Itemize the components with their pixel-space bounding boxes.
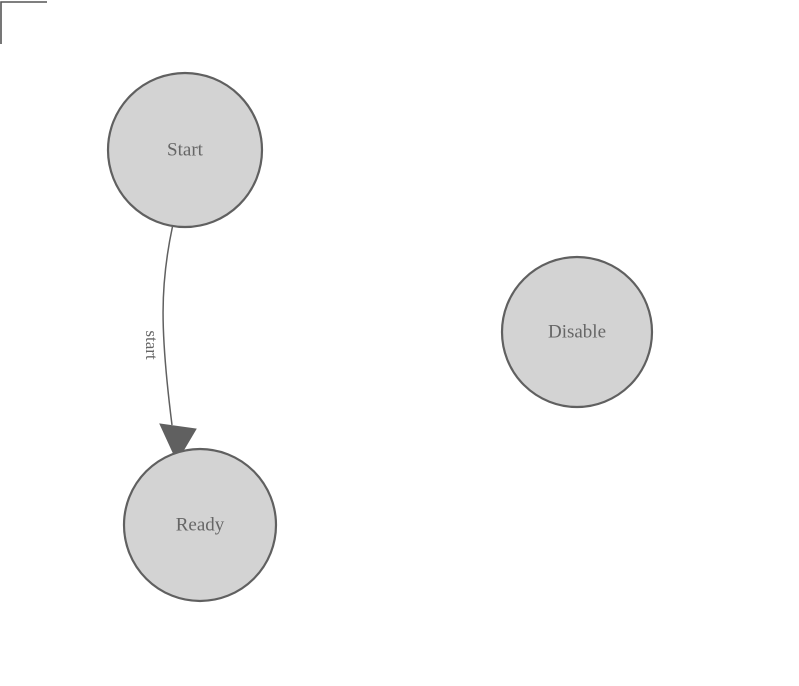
edge-path-start-to-ready	[162, 226, 174, 426]
node-disable-label: Disable	[548, 321, 606, 342]
edge-start-to-ready[interactable]: start	[142, 226, 197, 463]
node-disable[interactable]: Disable	[500, 255, 654, 409]
node-ready[interactable]: Ready	[122, 447, 278, 603]
node-start-circle	[106, 71, 264, 229]
crop-corner-mark	[0, 1, 47, 44]
node-ready-circle	[122, 447, 278, 603]
node-start-label: Start	[167, 139, 204, 160]
node-ready-label: Ready	[176, 514, 225, 535]
edge-label-start: start	[142, 330, 161, 360]
node-start[interactable]: Start	[106, 71, 264, 229]
arrowhead-icon	[159, 423, 197, 463]
node-disable-circle	[500, 255, 654, 409]
